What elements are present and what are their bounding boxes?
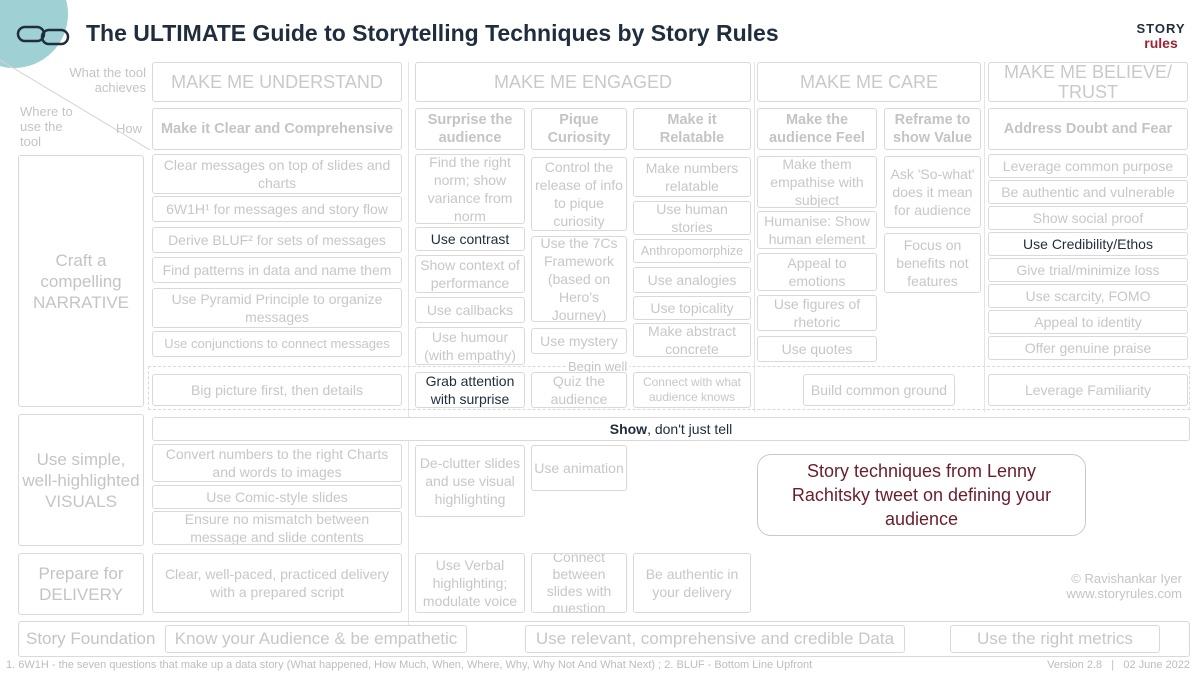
corner-how-label: How <box>116 121 143 136</box>
delivery-authentic: Be authentic in your delivery <box>633 553 751 613</box>
column-header-care: MAKE ME CARE <box>757 62 981 102</box>
technique-so-what: Ask 'So-what' does it mean for audience <box>884 156 981 228</box>
technique-abstract-concrete: Make abstract concrete <box>633 323 751 357</box>
visuals-declutter: De-clutter slides and use visual highlig… <box>415 445 525 517</box>
subheader-pique: Pique Curiosity <box>531 108 627 150</box>
technique-conjunctions: Use conjunctions to connect messages <box>152 331 402 357</box>
column-header-understand: MAKE ME UNDERSTAND <box>152 62 402 102</box>
chain-link-icon <box>16 24 72 46</box>
foundation-data: Use relevant, comprehensive and credible… <box>525 625 905 653</box>
technique-authentic-vulnerable: Be authentic and vulnerable <box>988 180 1188 204</box>
column-divider <box>408 62 409 627</box>
begin-big-picture: Big picture first, then details <box>152 374 402 406</box>
begin-grab-attention: Grab attention with surprise <box>415 372 525 408</box>
technique-context: Show context of performance <box>415 255 525 293</box>
column-divider <box>984 62 985 412</box>
technique-bluf: Derive BLUF² for sets of messages <box>152 227 402 253</box>
technique-pyramid: Use Pyramid Principle to organize messag… <box>152 288 402 328</box>
technique-find-norm: Find the right norm; show variance from … <box>415 154 525 224</box>
foundation-audience: Know your Audience & be empathetic <box>165 625 467 653</box>
page-title: The ULTIMATE Guide to Storytelling Techn… <box>86 20 779 46</box>
technique-appeal-emotions: Appeal to emotions <box>757 253 877 291</box>
corner-where-label: Where to use the tool <box>20 104 73 149</box>
technique-credibility-ethos: Use Credibility/Ethos <box>988 232 1188 256</box>
begin-common-ground: Build common ground <box>803 374 955 406</box>
story-rules-logo: STORY rules <box>1136 21 1186 51</box>
begin-well-frame <box>148 366 1190 410</box>
visuals-animation: Use animation <box>531 445 627 491</box>
credit-author: © Ravishankar Iyer <box>1071 571 1182 586</box>
technique-anthropomorphize: Anthropomorphize <box>633 239 751 263</box>
visuals-convert-charts: Convert numbers to the right Charts and … <box>152 444 402 482</box>
visuals-comic-style: Use Comic-style slides <box>152 485 402 509</box>
technique-contrast: Use contrast <box>415 227 525 251</box>
corner-what-label: What the tool achieves <box>69 65 146 95</box>
corner-diagonal-line <box>0 59 151 151</box>
subheader-clear: Make it Clear and Comprehensive <box>152 108 402 150</box>
begin-familiarity: Leverage Familiarity <box>988 374 1188 406</box>
delivery-connect: Connect between slides with question <box>531 553 627 613</box>
column-divider <box>754 62 755 412</box>
technique-common-purpose: Leverage common purpose <box>988 154 1188 178</box>
technique-identity: Appeal to identity <box>988 310 1188 334</box>
technique-trial: Give trial/minimize loss <box>988 258 1188 282</box>
foundation-metrics: Use the right metrics <box>950 625 1160 653</box>
section-visuals: Use simple, well-highlighted VISUALS <box>18 414 144 546</box>
technique-scarcity: Use scarcity, FOMO <box>988 284 1188 308</box>
begin-connect: Connect with what audience knows <box>633 372 751 408</box>
lenny-callout[interactable]: Story techniques from Lenny Rachitsky tw… <box>757 454 1086 536</box>
column-header-engaged: MAKE ME ENGAGED <box>415 62 751 102</box>
delivery-verbal: Use Verbal highlighting; modulate voice <box>415 553 525 613</box>
begin-well-label: Begin well <box>566 359 630 374</box>
section-foundation: Story Foundation <box>26 629 156 648</box>
technique-relatable-numbers: Make numbers relatable <box>633 157 751 197</box>
lenny-callout-text: Story techniques from Lenny Rachitsky tw… <box>791 461 1052 529</box>
column-header-believe: MAKE ME BELIEVE/ TRUST <box>988 62 1188 102</box>
foundation-frame <box>18 621 1190 657</box>
technique-human-stories: Use human stories <box>633 201 751 235</box>
section-narrative: Craft a compelling NARRATIVE <box>18 155 144 407</box>
technique-humour: Use humour (with empathy) <box>415 327 525 365</box>
visuals-no-mismatch: Ensure no mismatch between message and s… <box>152 511 402 545</box>
begin-quiz: Quiz the audience <box>531 372 627 408</box>
technique-mystery: Use mystery <box>531 328 627 354</box>
technique-6w1h: 6W1H¹ for messages and story flow <box>152 196 402 222</box>
subheader-relatable: Make it Relatable <box>633 108 751 150</box>
delivery-clear: Clear, well-paced, practiced delivery wi… <box>152 553 402 613</box>
version-label: Version 2.8 | 02 June 2022 <box>1047 659 1190 671</box>
section-delivery: Prepare for DELIVERY <box>18 553 144 615</box>
footnote: 1. 6W1H - the seven questions that make … <box>6 659 813 671</box>
subheader-feel: Make the audience Feel <box>757 108 877 150</box>
technique-callbacks: Use callbacks <box>415 297 525 323</box>
technique-humanise: Humanise: Show human element <box>757 211 877 249</box>
technique-empathise: Make them empathise with subject <box>757 156 877 208</box>
subheader-reframe: Reframe to show Value <box>884 108 981 150</box>
credit-site: www.storyrules.com <box>1066 586 1182 601</box>
subheader-surprise: Surprise the audience <box>415 108 525 150</box>
technique-topicality: Use topicality <box>633 296 751 320</box>
subheader-doubt: Address Doubt and Fear <box>988 108 1188 150</box>
technique-patterns: Find patterns in data and name them <box>152 257 402 283</box>
technique-control-release: Control the release of info to pique cur… <box>531 157 627 231</box>
technique-analogies: Use analogies <box>633 267 751 293</box>
technique-social-proof: Show social proof <box>988 206 1188 230</box>
technique-praise: Offer genuine praise <box>988 336 1188 360</box>
technique-figures-rhetoric: Use figures of rhetoric <box>757 295 877 331</box>
technique-7cs: Use the 7Cs Framework (based on Hero's J… <box>531 236 627 322</box>
technique-benefits: Focus on benefits not features <box>884 233 981 293</box>
technique-clear-messages: Clear messages on top of slides and char… <box>152 154 402 194</box>
visuals-show-dont-tell: Show, don't just tell <box>152 417 1190 441</box>
technique-quotes: Use quotes <box>757 336 877 362</box>
